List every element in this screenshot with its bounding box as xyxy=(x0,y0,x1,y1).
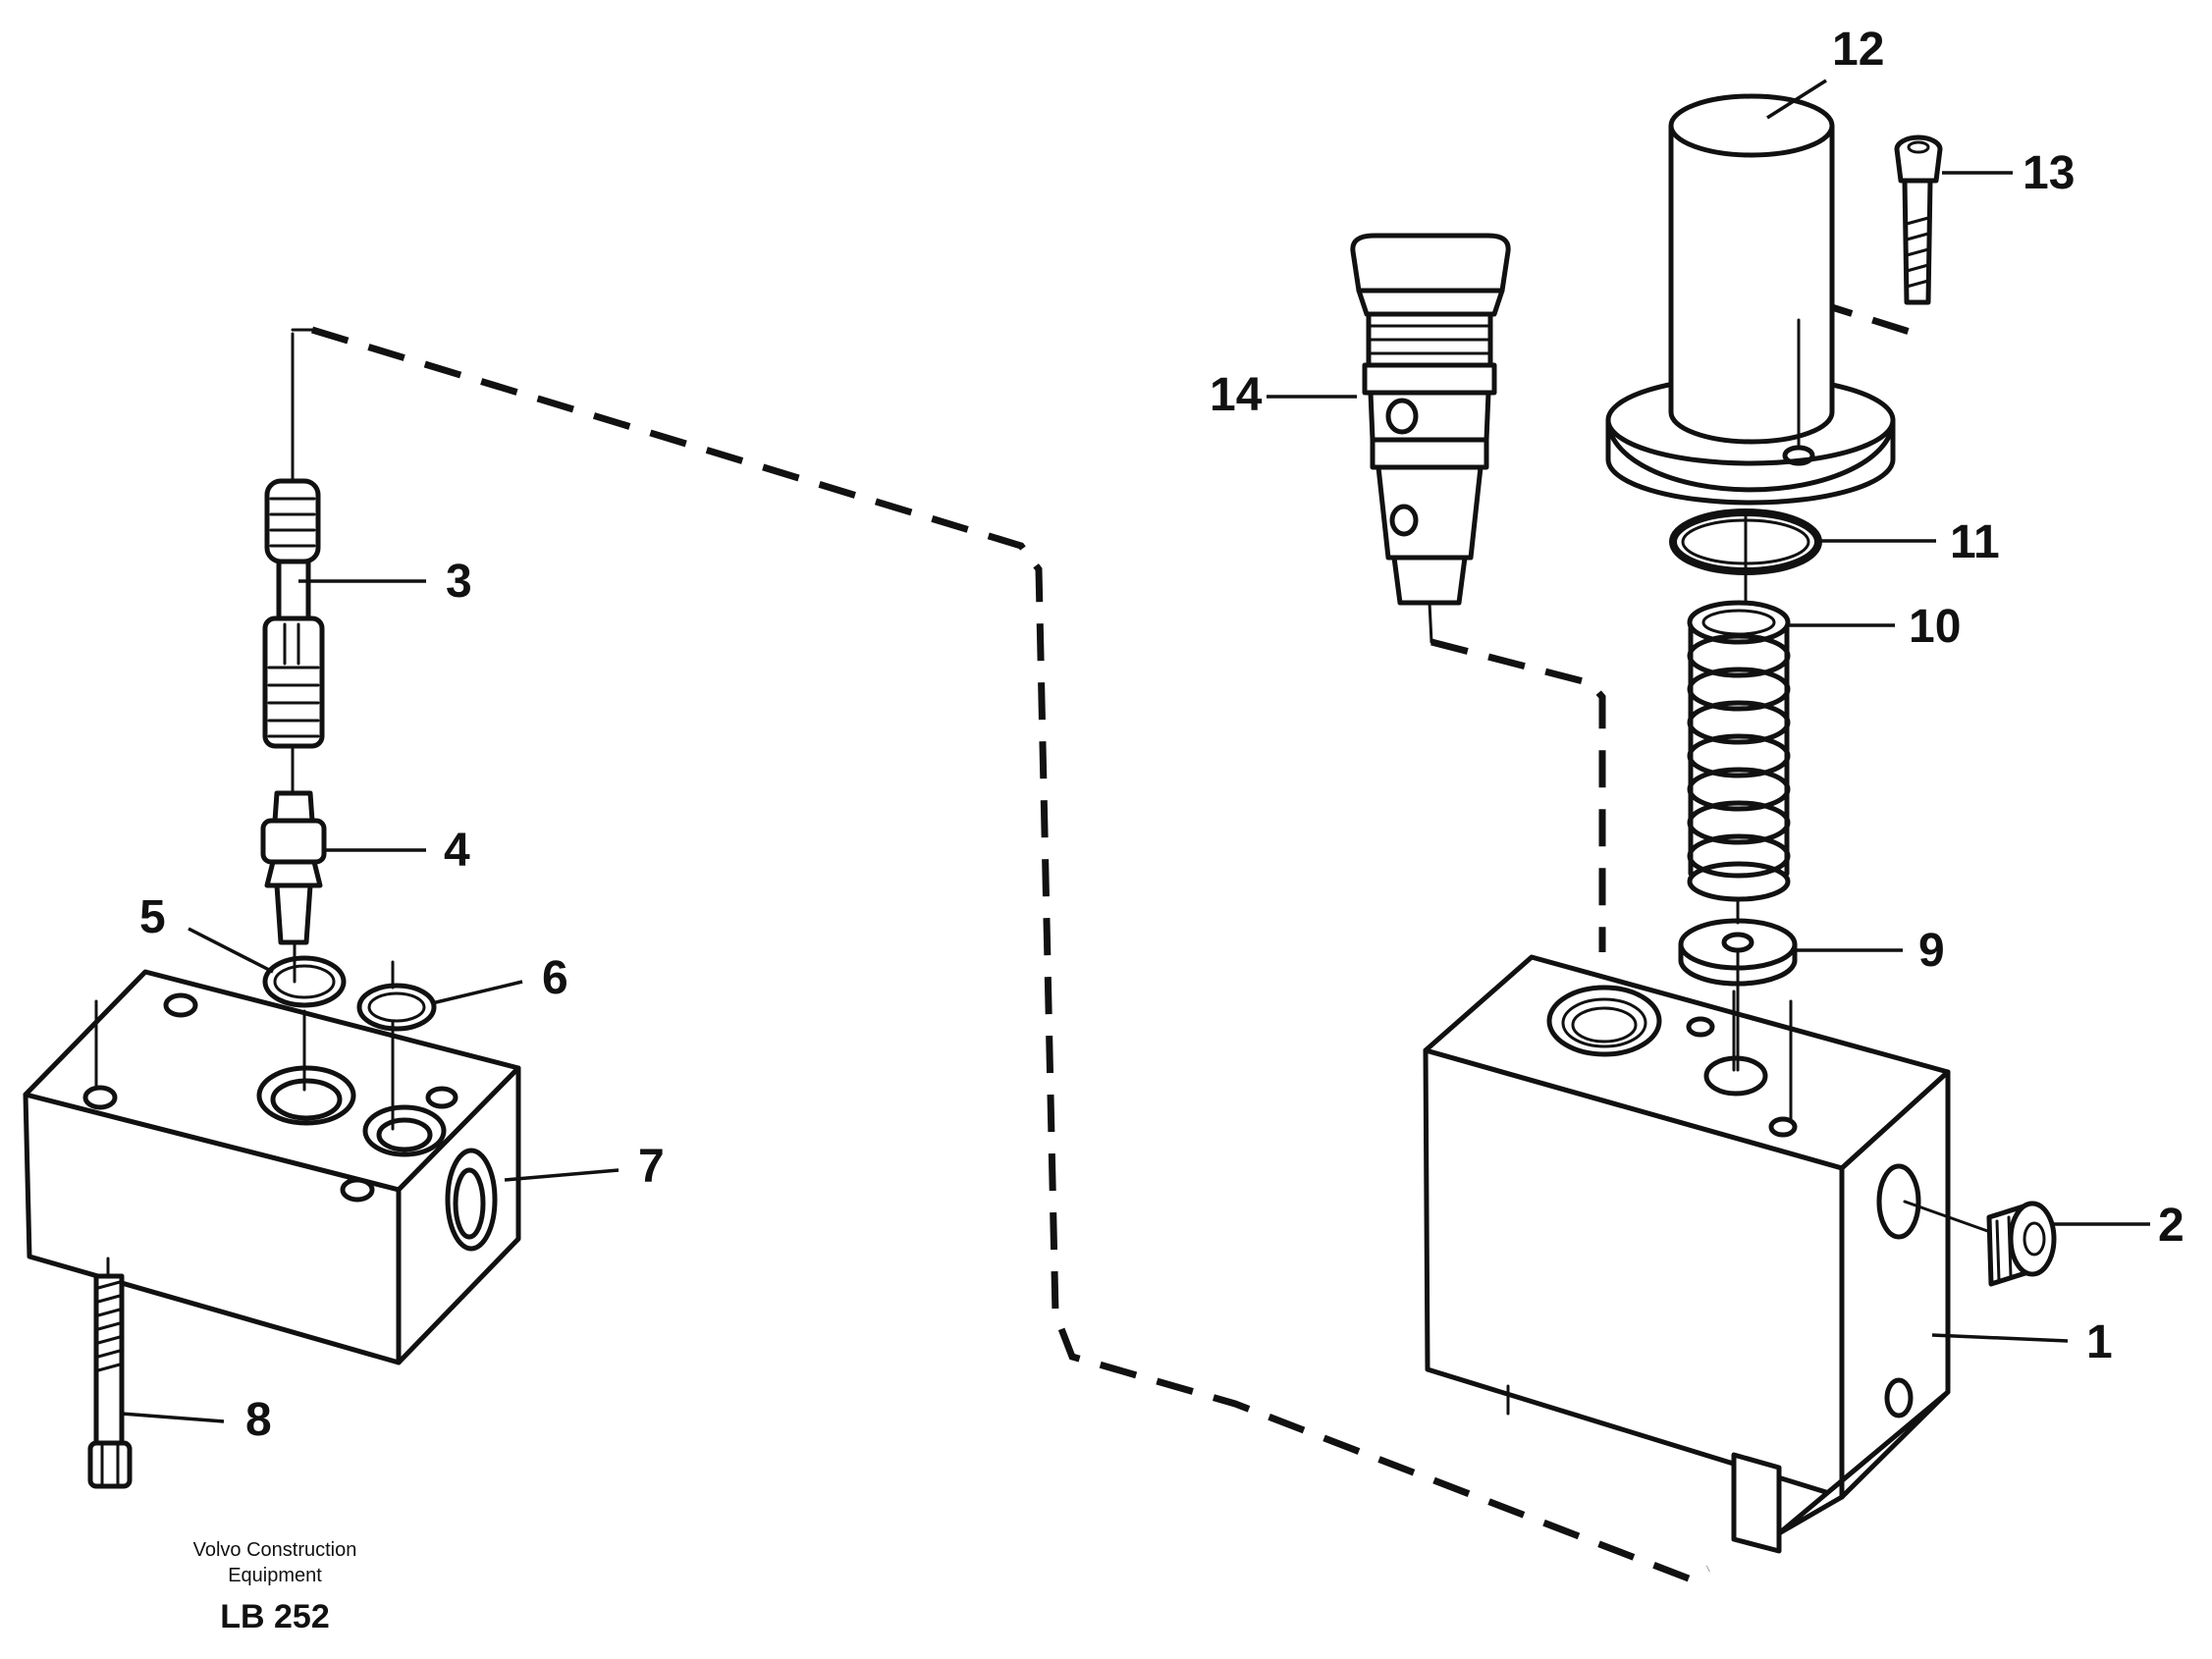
cartridge-14-side-port xyxy=(1389,504,1419,537)
callout-10: 10 xyxy=(1909,601,1961,653)
block-7-port-inner xyxy=(376,1117,433,1152)
screw-13 xyxy=(1894,134,1943,305)
solenoid-12-top xyxy=(1668,93,1835,158)
cartridge-14-cap xyxy=(1350,233,1511,294)
leader-6 xyxy=(431,980,523,1005)
o-ring-6-inner xyxy=(367,991,426,1023)
screw-13-head xyxy=(1894,134,1943,184)
nozzle-4 xyxy=(260,790,327,984)
block-7-port-inner xyxy=(270,1078,343,1121)
callout-9: 9 xyxy=(1918,925,1945,977)
callout-13: 13 xyxy=(2023,147,2075,199)
nozzle-4-collar xyxy=(264,859,323,888)
block-1-side-port xyxy=(1876,1163,1921,1240)
spring-seat-9 xyxy=(1678,918,1798,1072)
block-7-side-port-inner xyxy=(453,1167,486,1240)
valve-stem-3 xyxy=(262,478,325,795)
cartridge-14-tip xyxy=(1391,555,1468,606)
nozzle-4-tip xyxy=(272,790,315,824)
leader-7 xyxy=(504,1168,620,1182)
o-ring-5 xyxy=(262,955,347,1008)
plug-2-head xyxy=(2008,1201,2057,1277)
block-7-port xyxy=(256,1065,356,1126)
callout-4: 4 xyxy=(444,825,470,877)
o-ring-5-inner xyxy=(273,964,336,999)
left-valve-body xyxy=(23,969,521,1365)
block-7-bolt-hole xyxy=(340,1177,375,1203)
spring-10 xyxy=(1687,600,1791,925)
stem-3-top-thread xyxy=(264,478,321,564)
leader-1 xyxy=(1931,1333,2069,1343)
right-valve-body xyxy=(1423,954,1951,1554)
block-7-bolt-hole xyxy=(163,992,198,1018)
nozzle-4-hex xyxy=(260,818,327,865)
callout-labels: 1 2 3 4 5 6 7 8 9 10 11 12 13 14 xyxy=(139,24,2185,1446)
dashed-path-screw-to-solenoid xyxy=(1814,298,1914,337)
callout-12: 12 xyxy=(1832,24,1884,76)
stem-3-shaft xyxy=(276,559,311,621)
block-1-port xyxy=(1703,1055,1768,1097)
callout-2: 2 xyxy=(2158,1200,2185,1252)
block-1-lower-boss xyxy=(1731,1452,1782,1554)
bolt-8 xyxy=(87,1257,133,1489)
block-7-port xyxy=(362,1104,447,1157)
company-name-line-1: Volvo Construction xyxy=(192,1539,357,1561)
assembly-dashed-paths xyxy=(291,298,1914,1582)
callout-14: 14 xyxy=(1210,369,1263,421)
block-7-bolt-hole xyxy=(425,1086,459,1109)
solenoid-12 xyxy=(1605,93,1896,506)
callout-11: 11 xyxy=(1950,516,2000,568)
callout-7: 7 xyxy=(638,1141,665,1193)
o-ring-6 xyxy=(356,983,437,1032)
block-7-bolt-hole xyxy=(82,1085,118,1110)
block-1-side-hole xyxy=(1884,1377,1914,1418)
stem-3-lower-thread xyxy=(262,615,325,749)
solenoid-12-flange-rim xyxy=(1605,417,1896,506)
leader-12 xyxy=(1766,79,1827,120)
block-1-threaded-port xyxy=(1546,985,1662,1057)
leader-lines xyxy=(121,79,2150,1423)
bolt-8-head xyxy=(87,1440,133,1489)
callout-8: 8 xyxy=(245,1394,272,1446)
callout-3: 3 xyxy=(446,556,472,608)
solenoid-12-bolt-hole xyxy=(1782,445,1815,466)
cartridge-14 xyxy=(1350,233,1511,644)
block-7-side-port xyxy=(445,1148,498,1252)
nozzle-4-body xyxy=(274,883,313,945)
block-1-bolt-hole xyxy=(1686,1016,1715,1038)
company-name-line-2: Equipment xyxy=(228,1565,322,1586)
guide-line xyxy=(1903,1200,1995,1235)
drawing-id: LB 252 xyxy=(220,1598,330,1635)
block-1-threaded-port-inner xyxy=(1561,997,1647,1048)
guide-line xyxy=(1428,601,1433,644)
leader-8 xyxy=(121,1412,225,1423)
cartridge-14-collar xyxy=(1362,362,1497,396)
plug-2 xyxy=(1903,1200,2057,1287)
callout-1: 1 xyxy=(2086,1316,2113,1368)
cartridge-14-port xyxy=(1385,398,1419,435)
company-name: Volvo Construction Equipment xyxy=(157,1537,393,1588)
screw-13-shank xyxy=(1902,178,1933,305)
leader-5 xyxy=(188,927,274,974)
solenoid-12-body xyxy=(1668,123,1835,445)
callout-5: 5 xyxy=(139,891,166,943)
dashed-path-cartridge-to-block xyxy=(1430,638,1606,952)
callout-6: 6 xyxy=(542,952,568,1004)
block-1-bolt-hole xyxy=(1768,1116,1798,1138)
dashed-path-valve-to-block xyxy=(310,326,1710,1582)
block-1-side-face xyxy=(1776,1069,1951,1536)
block-1-edge xyxy=(1839,1389,1951,1500)
